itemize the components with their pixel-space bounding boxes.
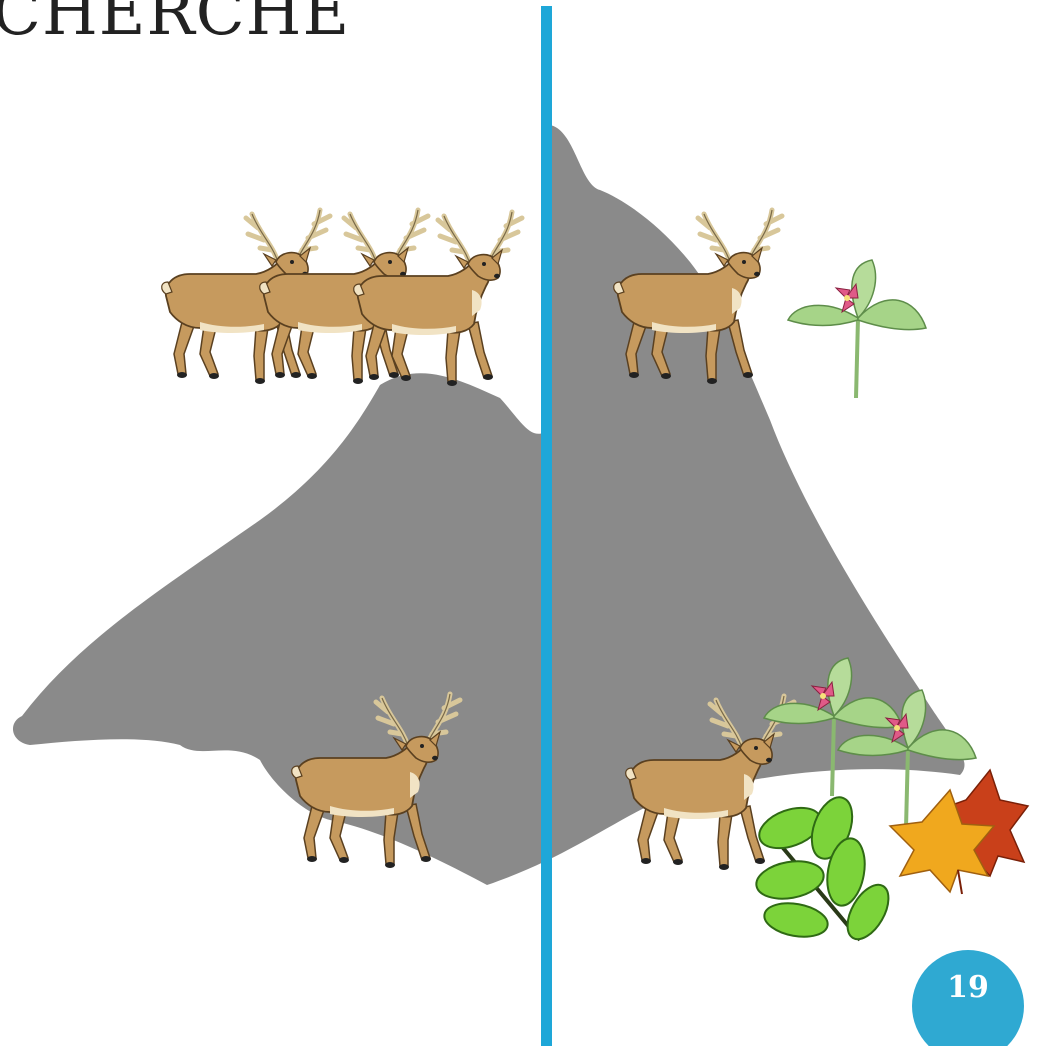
center-divider xyxy=(541,6,552,1046)
trillium-icon xyxy=(788,260,926,398)
left-top-deer-group xyxy=(162,210,522,386)
leafy-branch-icon xyxy=(753,792,896,946)
page-number: 19 xyxy=(947,970,989,1005)
mountain-shadow xyxy=(13,125,965,885)
maple-leaves-icon xyxy=(890,770,1028,894)
deer-icon xyxy=(354,212,522,386)
